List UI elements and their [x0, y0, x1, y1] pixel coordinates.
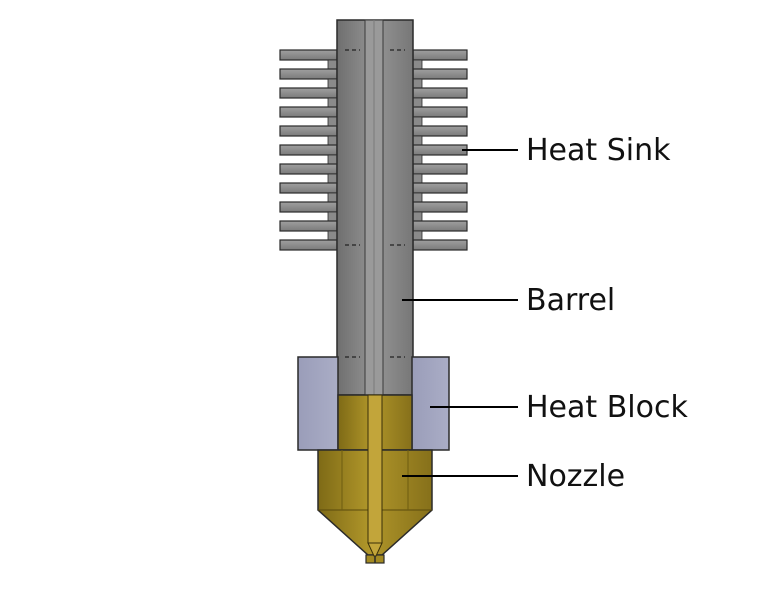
heat-sink-fin-right: [412, 163, 468, 175]
label-heat-sink: Heat Sink: [526, 133, 671, 168]
heat-block: [297, 356, 450, 451]
heat-sink-spacer: [412, 59, 423, 70]
heat-sink-spacer: [327, 192, 338, 203]
heat-sink-spacer: [327, 154, 338, 165]
heat-sink-fin-left: [279, 163, 338, 175]
heat-sink-spacer: [412, 230, 423, 241]
heat-sink-spacer: [412, 135, 423, 146]
heat-sink-spacer: [327, 116, 338, 127]
heat-sink-fin-right: [412, 125, 468, 137]
heat-sink-fin-right: [412, 220, 468, 232]
heat-sink-fin-right: [412, 144, 468, 156]
heat-sink-spacer: [327, 173, 338, 184]
heat-sink-spacer: [412, 154, 423, 165]
heat-sink-fin-left: [279, 125, 338, 137]
heat-sink-fin-right: [412, 49, 468, 61]
callout-barrel: Barrel: [402, 283, 615, 318]
heat-sink-spacer: [327, 78, 338, 89]
heat-sink-fin-left: [279, 49, 338, 61]
heat-sink-fin-left: [279, 182, 338, 194]
heat-sink-fin-left: [279, 239, 338, 251]
heat-sink-spacer: [327, 230, 338, 241]
label-barrel: Barrel: [526, 283, 615, 318]
heat-sink-fin-right: [412, 68, 468, 80]
heat-sink-spacer: [327, 211, 338, 222]
callout-heat-sink: Heat Sink: [462, 133, 671, 168]
callout-nozzle: Nozzle: [402, 459, 625, 494]
heat-sink-spacer: [412, 116, 423, 127]
heat-sink-spacer: [327, 97, 338, 108]
heat-sink-fin-left: [279, 201, 338, 213]
heat-sink-fin-right: [412, 239, 468, 251]
heat-sink-spacer: [412, 78, 423, 89]
heat-sink-spacer: [412, 211, 423, 222]
heat-sink-fin-right: [412, 106, 468, 118]
heat-sink-fin-left: [279, 144, 338, 156]
heat-sink-spacer: [412, 97, 423, 108]
heat-sink-fin-left: [279, 68, 338, 80]
heat-sink-fin-right: [412, 182, 468, 194]
label-nozzle: Nozzle: [526, 459, 625, 494]
heat-sink-spacer: [327, 59, 338, 70]
heat-sink-spacer: [412, 192, 423, 203]
callout-heat-block: Heat Block: [430, 390, 688, 425]
heat-sink-spacer: [327, 135, 338, 146]
heat-sink-fin-left: [279, 220, 338, 232]
barrel: [336, 19, 414, 396]
heat-sink-fins: [279, 49, 468, 251]
heat-sink-fin-left: [279, 87, 338, 99]
heat-sink-fin-right: [412, 87, 468, 99]
heat-sink-spacer: [412, 173, 423, 184]
label-heat-block: Heat Block: [526, 390, 688, 425]
heat-sink-fin-right: [412, 201, 468, 213]
heat-sink-fin-left: [279, 106, 338, 118]
